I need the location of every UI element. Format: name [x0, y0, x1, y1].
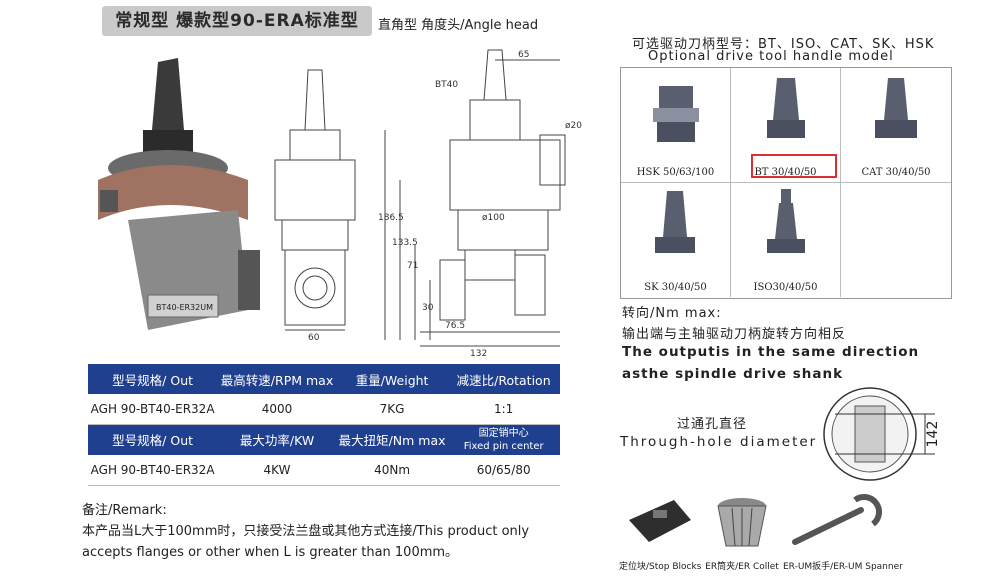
accessory-er-collet: ER筒夹/ER Collet	[702, 490, 782, 572]
cell-model-2: AGH 90-BT40-ER32A	[88, 455, 218, 486]
cat-icon	[875, 78, 917, 138]
dim-65: 65	[518, 50, 529, 60]
spec-table: 型号规格/ Out 最高转速/RPM max 重量/Weight 减速比/Rot…	[88, 364, 560, 486]
tool-handle-label: BT 30/40/50	[754, 167, 817, 178]
dim-76-5: 76.5	[445, 321, 465, 331]
remark: 备注/Remark: 本产品当L大于100mm时，只接受法兰盘或其他方式连接/T…	[82, 500, 529, 563]
dim-186-5: 186.5	[378, 213, 404, 223]
tool-handle-label: SK 30/40/50	[644, 282, 707, 293]
col-pin-center: 固定销中心 Fixed pin center	[447, 424, 560, 455]
product-photo: BT40-ER32UM	[98, 58, 260, 330]
options-title-cn: 可选驱动刀柄型号：BT、ISO、CAT、SK、HSK	[632, 37, 935, 52]
spec-header-row-1: 型号规格/ Out 最高转速/RPM max 重量/Weight 减速比/Rot…	[88, 364, 560, 394]
col-rotation: 减速比/Rotation	[447, 364, 560, 394]
table-row: AGH 90-BT40-ER32A 4KW 40Nm 60/65/80	[88, 455, 560, 486]
options-title-en: Optional drive tool handle model	[648, 49, 894, 64]
spanner-icon	[792, 494, 882, 545]
col-power: 最大功率/KW	[217, 424, 337, 455]
col-rpm: 最高转速/RPM max	[217, 364, 337, 394]
iso-icon	[767, 189, 805, 253]
table-row: AGH 90-BT40-ER32A 4000 7KG 1:1	[88, 394, 560, 425]
tool-handle-cat: CAT 30/40/50	[841, 68, 951, 183]
cell-weight: 7KG	[336, 394, 448, 425]
technical-drawing: 65 BT40 ø20 186.5 133.5 ø100 71 30 60 76…	[274, 49, 582, 359]
tool-handle-label: CAT 30/40/50	[861, 167, 931, 178]
col-model: 型号规格/ Out	[88, 364, 218, 394]
stop-block-icon	[629, 500, 691, 542]
accessory-label: 定位块/Stop Blocks	[619, 562, 702, 572]
dim-30: 30	[422, 303, 434, 313]
tool-handle-bt: BT 30/40/50	[731, 68, 841, 183]
accessory-stop-blocks: 定位块/Stop Blocks	[619, 490, 702, 572]
spec-header-row-2: 型号规格/ Out 最大功率/KW 最大扭矩/Nm max 固定销中心 Fixe…	[88, 424, 560, 455]
hsk-icon	[653, 86, 699, 142]
dim-bt40: BT40	[435, 80, 458, 90]
dim-d100: ø100	[482, 213, 505, 223]
cell-rpm: 4000	[217, 394, 337, 425]
cell-torque: 40Nm	[336, 455, 448, 486]
remark-text-1: 本产品当L大于100mm时，只接受法兰盘或其他方式连接/This product…	[82, 524, 530, 539]
sk-icon	[655, 191, 695, 253]
remark-title: 备注/Remark:	[82, 503, 167, 518]
tool-handle-sk: SK 30/40/50	[621, 183, 731, 297]
cell-power: 4KW	[217, 455, 337, 486]
col-weight: 重量/Weight	[336, 364, 448, 394]
cell-model: AGH 90-BT40-ER32A	[88, 394, 218, 425]
through-hole-title-en: Through-hole diameter	[620, 434, 818, 450]
accessory-label: ER-UM扳手/ER-UM Spanner	[783, 562, 903, 572]
bt-icon	[767, 78, 805, 138]
through-hole-value: 142	[925, 421, 941, 448]
dim-d20: ø20	[565, 121, 582, 131]
pin-center-en: Fixed pin center	[463, 441, 544, 452]
page-subtitle: 直角型 角度头/Angle head	[378, 18, 539, 33]
pin-center-cn: 固定销中心	[478, 428, 529, 439]
col-model-2: 型号规格/ Out	[88, 424, 218, 455]
selected-highlight	[751, 154, 837, 178]
rotation-desc-en-2: asthe spindle drive shank	[622, 366, 844, 382]
page-title: 常规型 爆款型90-ERA标准型	[102, 6, 372, 36]
collet-icon	[717, 498, 767, 547]
dim-60: 60	[308, 333, 320, 343]
rotation-title: 转向/Nm max:	[622, 306, 722, 321]
tool-handle-label: HSK 50/63/100	[636, 167, 715, 178]
tool-handle-iso: ISO30/40/50	[731, 183, 841, 297]
dim-132: 132	[470, 349, 487, 359]
through-hole-title-cn: 过通孔直径	[677, 417, 748, 432]
tool-handle-hsk: HSK 50/63/100	[621, 68, 731, 183]
accessory-label: ER筒夹/ER Collet	[705, 562, 779, 572]
dim-133-5: 133.5	[392, 238, 418, 248]
cell-pin-center: 60/65/80	[447, 455, 560, 486]
cell-rotation: 1:1	[447, 394, 560, 425]
through-hole-diagram: 142	[823, 387, 941, 481]
col-torque: 最大扭矩/Nm max	[336, 424, 448, 455]
rotation-desc-cn: 输出端与主轴驱动刀柄旋转方向相反	[622, 327, 847, 342]
photo-plate-text: BT40-ER32UM	[156, 303, 213, 312]
dim-71: 71	[407, 261, 418, 271]
rotation-desc-en-1: The outputis in the same direction	[622, 344, 920, 360]
remark-text-2: accepts flanges or other when L is great…	[82, 545, 459, 560]
accessory-er-um-spanner: ER-UM扳手/ER-UM Spanner	[783, 490, 903, 572]
tool-handle-grid: HSK 50/63/100 BT 30/40/50 CAT 30/40/50 S…	[620, 67, 952, 299]
tool-handle-label: ISO30/40/50	[753, 282, 818, 293]
